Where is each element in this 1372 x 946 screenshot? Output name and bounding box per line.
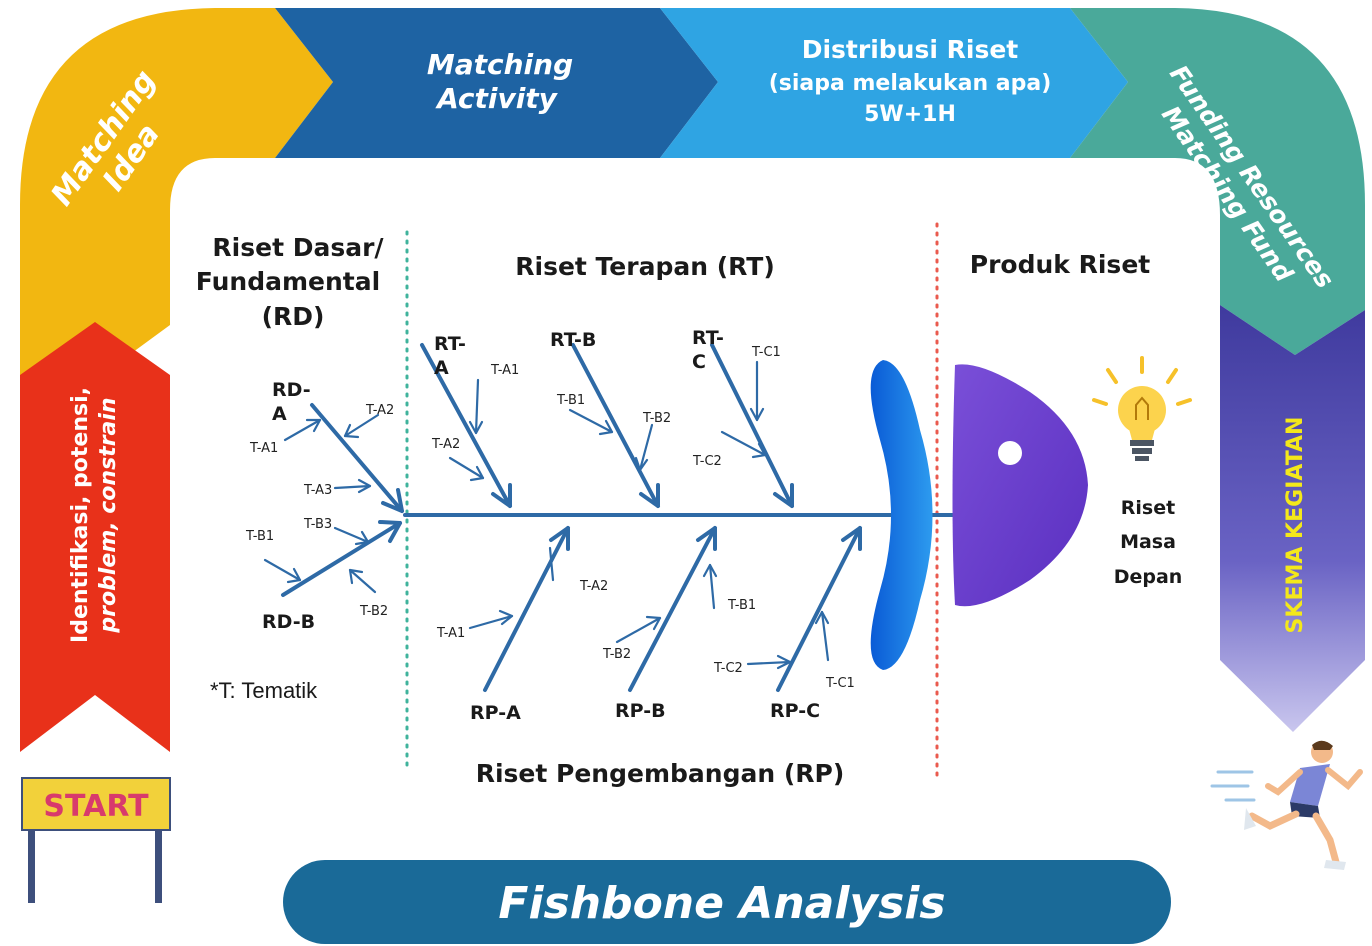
distribusi-line1: Distribusi Riset [802,35,1019,64]
twig-rt-c-tc2 [720,430,767,459]
rt-heading: Riset Terapan (RT) [515,252,775,281]
svg-text:problem, constrain: problem, constrain [96,397,121,633]
twig-rp-b-tb1 [702,563,718,610]
fishbone-banner [283,860,1171,944]
twig-rp-a-ta2 [548,546,555,582]
label-rd-b: RD-B [262,611,315,633]
head-label-line2: Masa [1120,531,1176,553]
bone-rp-b [628,526,717,692]
bone-rt-b [571,343,660,508]
rt-a-ta1-label: T-A1 [490,363,519,378]
fish-eye [998,441,1022,465]
twig-rd-ta1 [283,418,322,442]
rd-ta2-label: T-A2 [365,403,394,418]
label-rt-c-line2: C [692,351,706,373]
label-rp-c: RP-C [770,700,820,722]
label-rt-c-line1: RT- [692,327,724,349]
label-rp-b: RP-B [615,700,666,722]
label-rt-a-line2: A [434,357,449,379]
matching-activity-line2: Activity [435,82,559,115]
twig-rd-tb2 [348,568,377,594]
svg-text:Identifikasi, potensi,: Identifikasi, potensi, [68,387,93,643]
rp-c-tc1-label: T-C1 [825,676,855,691]
rp-c-tc2-label: T-C2 [713,661,743,676]
bone-rd-a [310,403,404,513]
start-label: START [43,789,149,824]
rd-ta3-label: T-A3 [303,483,332,498]
rp-b-tb1-label: T-B1 [727,598,756,613]
rp-heading: Riset Pengembangan (RP) [476,759,845,788]
twig-rd-ta3 [333,478,372,494]
twig-rt-b-tb1 [568,408,614,436]
label-rd-a-line1: RD- [272,379,311,401]
rd-tb1-label: T-B1 [245,529,274,544]
lightbulb-icon [1092,356,1192,461]
fish-fin [870,360,933,670]
rt-c-tc2-label: T-C2 [692,454,722,469]
distribusi-line2: (siapa melakukan apa) [769,71,1052,96]
runner-icon [1210,740,1363,870]
label-rd-a-line2: A [272,403,287,425]
twig-rp-a-ta1 [468,609,514,630]
twig-rt-a-ta1 [468,378,484,435]
twig-rt-b-tb2 [634,423,654,472]
twig-rd-tb1 [263,558,302,584]
rt-c-tc1-label: T-C1 [751,345,781,360]
head-label-line1: Riset [1121,497,1175,519]
fishbone-banner-title: Fishbone Analysis [498,878,945,929]
rp-b-tb2-label: T-B2 [602,647,631,662]
fish-head [952,364,1088,607]
distribusi-segment [660,8,1128,158]
rp-a-ta1-label: T-A1 [436,626,465,641]
twig-rp-b-tb2 [615,615,662,644]
twig-rp-c-tc2 [746,654,792,670]
rd-heading-line3: (RD) [262,302,325,331]
matching-idea-segment [20,8,333,380]
funding-segment [1070,8,1365,355]
rd-heading-line2: Fundamental [196,267,380,296]
label-rp-a: RP-A [470,702,521,724]
rt-a-ta2-label: T-A2 [431,437,460,452]
twig-rd-tb3 [333,526,370,546]
rd-tb2-label: T-B2 [359,604,388,619]
matching-activity-line1: Matching [427,48,573,81]
distribusi-line3: 5W+1H [864,102,956,127]
rd-tb3-label: T-B3 [303,517,332,532]
skema-kegiatan-label: SKEMA KEGIATAN [1283,417,1308,634]
bone-rp-a [483,526,570,692]
head-label-line3: Depan [1114,566,1183,588]
identifikasi-segment [20,322,170,752]
twig-rd-ta2 [343,413,380,439]
label-rt-a-line1: RT- [434,333,466,355]
bone-rd-b [281,520,402,597]
start-sign-icon: START [21,777,171,903]
label-rt-b: RT-B [550,329,596,351]
identifikasi-label: Identifikasi, potensi, problem, constrai… [68,387,121,643]
skema-kegiatan-segment [1220,305,1365,732]
bone-rt-a [420,343,512,508]
produk-heading: Produk Riset [970,250,1151,279]
bone-rp-c [776,526,862,692]
twig-rt-a-ta2 [448,456,485,482]
twig-rp-c-tc1 [814,610,830,662]
bone-rt-c [710,343,794,508]
rt-b-tb2-label: T-B2 [642,411,671,426]
rt-b-tb1-label: T-B1 [556,393,585,408]
twig-rt-c-tc1 [749,360,765,422]
rd-heading-line1: Riset Dasar/ [212,233,384,262]
tematik-note: *T: Tematik [210,678,318,703]
matching-activity-segment [275,8,718,158]
rp-a-ta2-label: T-A2 [579,579,608,594]
rd-ta1-label: T-A1 [249,441,278,456]
